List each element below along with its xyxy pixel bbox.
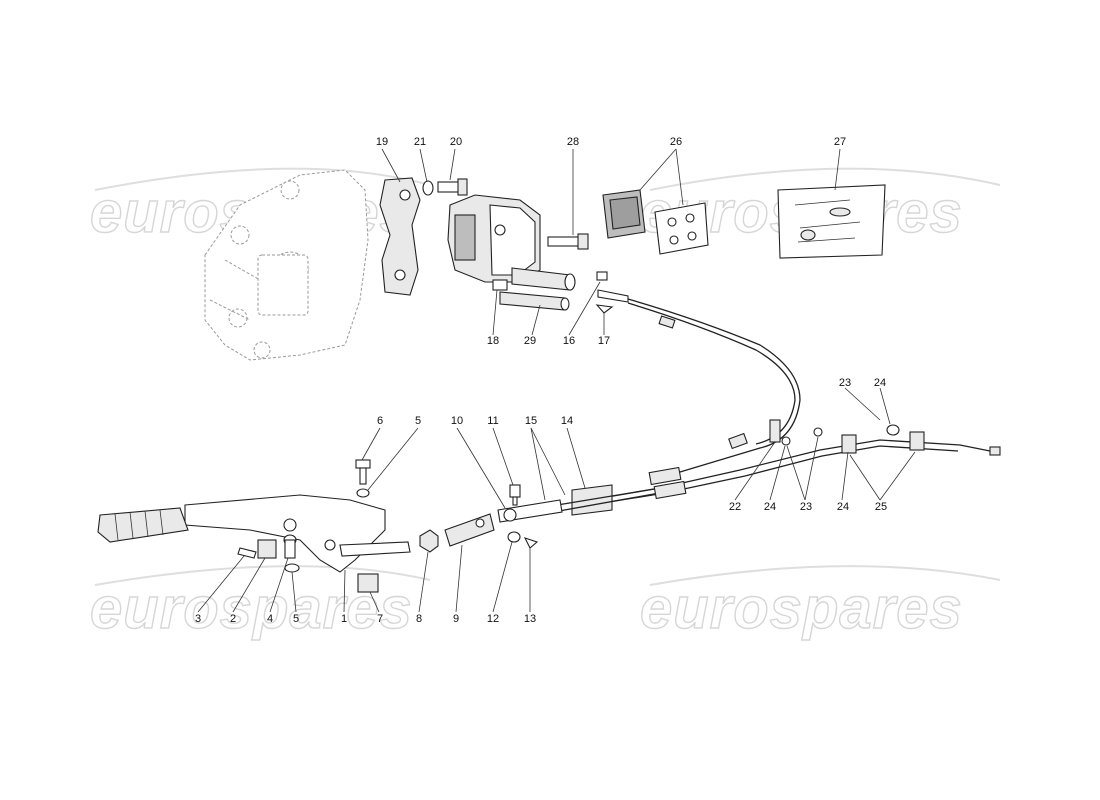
callout-16: 16 (563, 335, 575, 347)
bolt-11 (509, 484, 521, 506)
leader-lines (197, 148, 916, 613)
callout-24-lower: 24 (837, 501, 849, 513)
handbrake-lever (97, 494, 411, 573)
bracket-2 (257, 539, 277, 559)
callout-8: 8 (416, 613, 422, 625)
washer (422, 180, 434, 196)
callout-9: 9 (453, 613, 459, 625)
callout-21: 21 (414, 136, 426, 148)
cable-clips (769, 419, 925, 454)
spacer-7 (357, 573, 379, 593)
washer-5-lower (284, 563, 300, 573)
callout-11: 11 (487, 415, 498, 427)
callout-10: 10 (451, 415, 463, 427)
callout-20: 20 (450, 136, 462, 148)
clevis (444, 513, 495, 547)
callout-14: 14 (561, 415, 573, 427)
callout-2: 2 (230, 613, 236, 625)
guide-pin-upper (547, 233, 589, 250)
caliper-bracket (379, 177, 421, 296)
fitting-kit-bag (777, 184, 886, 259)
callout-28: 28 (567, 136, 579, 148)
callout-13: 13 (524, 613, 536, 625)
callout-29: 29 (524, 335, 536, 347)
nut (419, 529, 439, 553)
clip (595, 304, 614, 314)
guide-pin-lower (499, 267, 576, 311)
equalizer-lever (497, 499, 563, 523)
bolt (437, 178, 468, 196)
washer-5-upper (356, 488, 370, 498)
callout-labels: 19 21 20 28 26 27 18 29 16 17 23 24 6 5 … (195, 136, 887, 625)
callout-22: 22 (729, 501, 741, 513)
callout-7: 7 (377, 613, 383, 625)
callout-5-lower: 5 (293, 613, 299, 625)
bolt-6 (355, 459, 371, 485)
callout-12: 12 (487, 613, 499, 625)
caliper-housing-ghost (204, 169, 369, 361)
watermark-bottom-left: eurospares (89, 565, 431, 642)
callout-18: 18 (487, 335, 499, 347)
cable-end-fitting (596, 271, 629, 303)
screw-3 (237, 547, 257, 559)
callout-23-lower: 23 (800, 501, 812, 513)
brake-cable-upper (627, 298, 801, 479)
washer-12 (507, 531, 521, 543)
bushing-4 (283, 534, 297, 559)
callout-15: 15 (525, 415, 537, 427)
callout-24-mid: 24 (764, 501, 776, 513)
watermark-bottom-right: eurospares (639, 565, 1001, 642)
callout-17: 17 (598, 335, 610, 347)
callout-4: 4 (267, 613, 273, 625)
callout-3: 3 (195, 613, 201, 625)
callout-25: 25 (875, 501, 887, 513)
callout-23-upper: 23 (839, 377, 851, 389)
callout-6: 6 (377, 415, 383, 427)
callout-5-upper: 5 (415, 415, 421, 427)
svg-text:eurospares: eurospares (640, 576, 963, 641)
callout-19: 19 (376, 136, 388, 148)
split-pin-13 (523, 537, 539, 549)
brake-pad-back (654, 202, 709, 255)
brake-pad-front (602, 189, 646, 239)
callout-24-upper: 24 (874, 377, 886, 389)
callout-1: 1 (341, 613, 347, 625)
brake-caliper (447, 194, 541, 291)
callout-27: 27 (834, 136, 846, 148)
callout-26: 26 (670, 136, 682, 148)
